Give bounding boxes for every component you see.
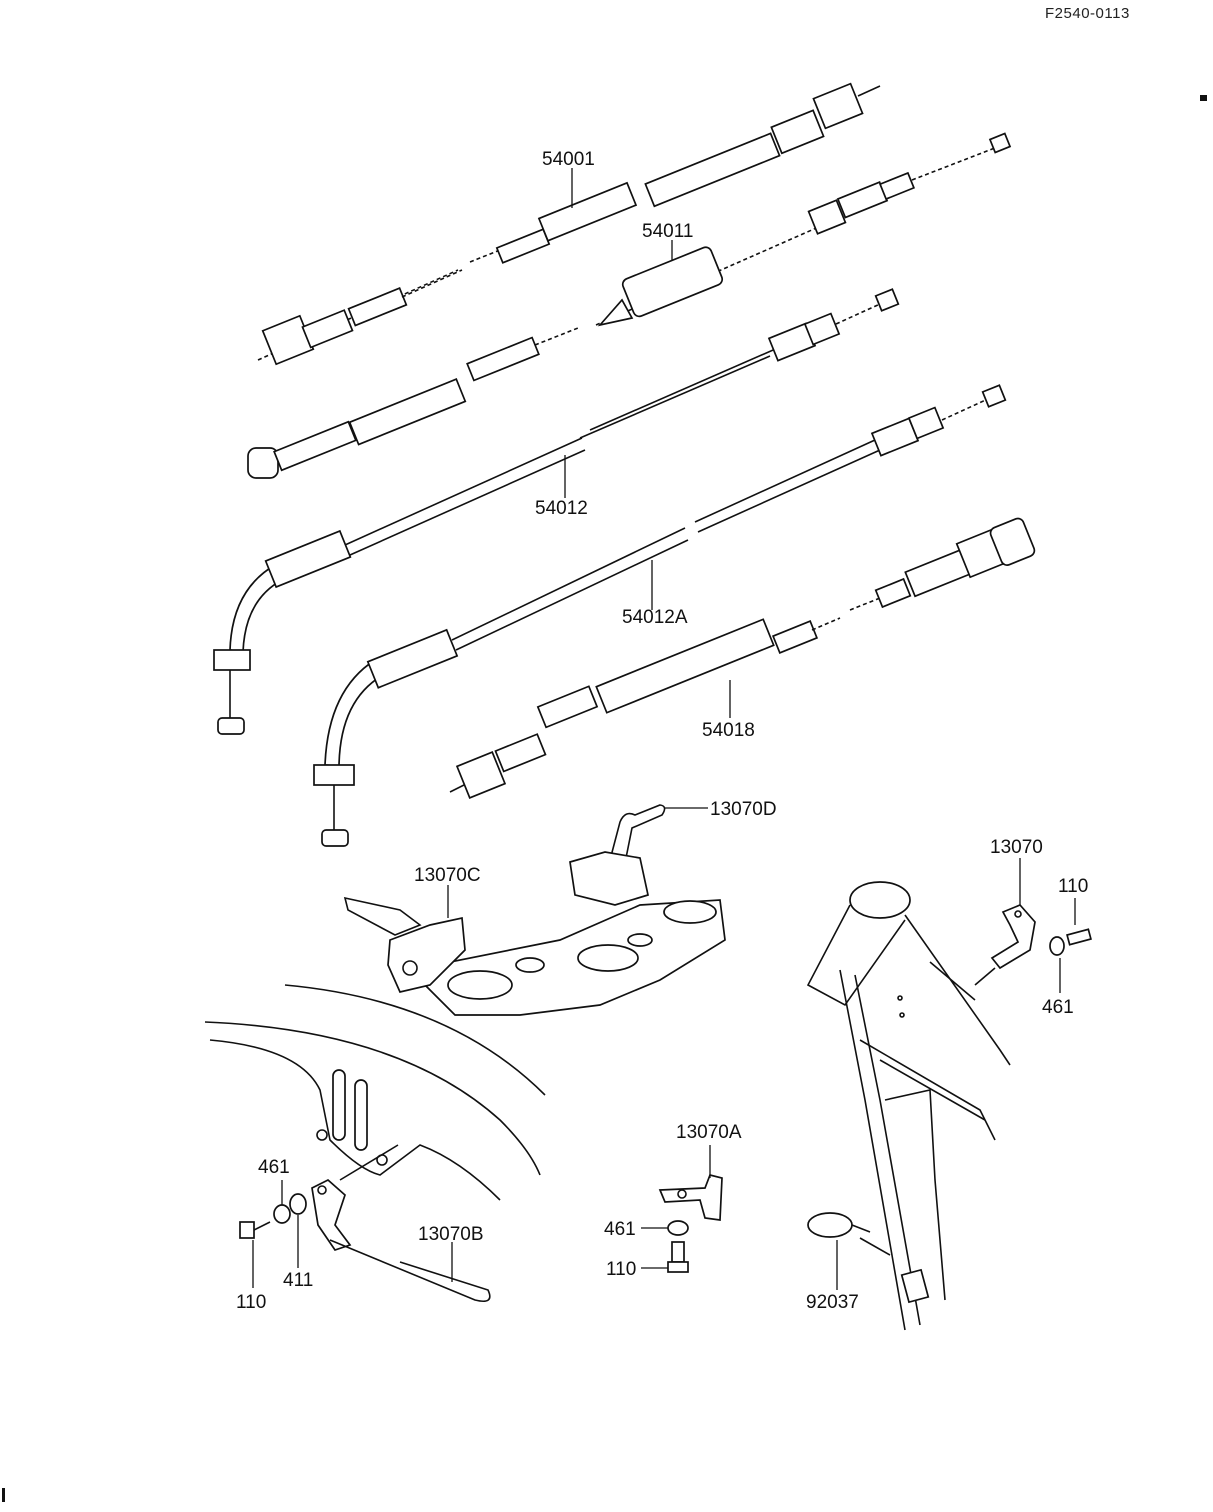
hardware-left [239, 1193, 307, 1239]
front-fender [204, 984, 546, 1201]
corner-mark [2, 1488, 5, 1502]
bracket-13070B [311, 1178, 491, 1303]
label-411: 411 [283, 1270, 313, 1291]
edge-mark [1200, 95, 1207, 101]
frame [806, 881, 1011, 1331]
label-461-right: 461 [1042, 997, 1074, 1018]
label-110-right: 110 [1058, 876, 1088, 897]
triple-clamp [423, 899, 726, 1016]
bracket-13070 [974, 903, 1092, 986]
cable-54018 [449, 517, 1036, 799]
label-13070C: 13070C [414, 865, 481, 886]
cable-54001 [257, 82, 881, 366]
label-92037: 92037 [806, 1292, 859, 1313]
label-54012A: 54012A [622, 607, 688, 628]
bracket-13070D [569, 804, 666, 906]
label-54018: 54018 [702, 720, 755, 741]
label-54012: 54012 [535, 498, 588, 519]
reference-code: F2540-0113 [1045, 5, 1130, 22]
cable-54012A-lower [313, 527, 689, 847]
cable-54011 [595, 132, 1012, 327]
cable-54012A [213, 384, 1007, 735]
cable-54012 [247, 288, 900, 479]
label-461-left: 461 [258, 1157, 290, 1178]
label-13070D: 13070D [710, 799, 777, 820]
label-13070: 13070 [990, 837, 1043, 858]
label-110-center: 110 [606, 1259, 636, 1280]
label-54001: 54001 [542, 149, 595, 170]
clamp-92037 [807, 1212, 891, 1256]
label-13070B: 13070B [418, 1224, 484, 1245]
label-54011: 54011 [642, 221, 693, 242]
bracket-13070A [658, 1173, 723, 1273]
bracket-13070C [343, 896, 466, 993]
label-110-left: 110 [236, 1292, 266, 1313]
label-13070A: 13070A [676, 1122, 742, 1143]
label-461-center: 461 [604, 1219, 636, 1240]
leader-lines [252, 168, 1076, 1290]
